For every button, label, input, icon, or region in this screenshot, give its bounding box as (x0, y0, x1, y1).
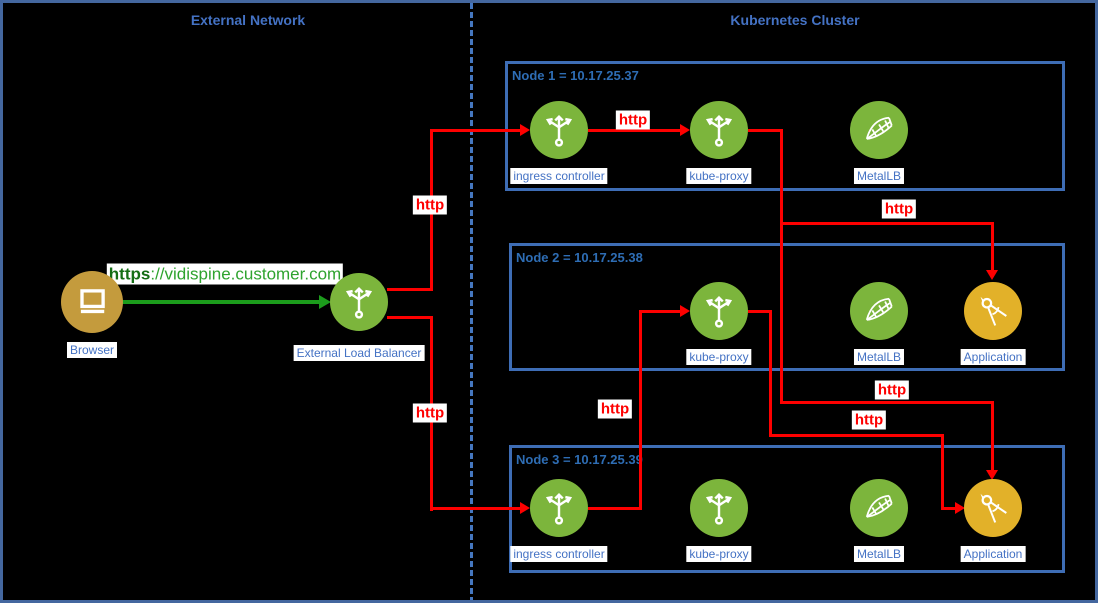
node1-metallb-label: MetalLB (853, 168, 905, 184)
node3-application-label: Application (960, 546, 1026, 562)
arrowhead-icon (680, 124, 690, 136)
node1-kube-proxy-node (690, 101, 748, 159)
http-label: http (412, 403, 448, 423)
http-label: http (851, 410, 887, 430)
node2-kube-proxy-label: kube-proxy (686, 349, 752, 365)
external-load-balancer-label: External Load Balancer (293, 345, 425, 361)
node3-metallb-label: MetalLB (853, 546, 905, 562)
node2-metallb-label: MetalLB (853, 349, 905, 365)
connection-segment (780, 129, 783, 404)
url-rest: ://vidispine.customer.com (150, 264, 342, 284)
connection-segment (991, 222, 994, 270)
arrowhead-icon (520, 502, 530, 514)
browser-node (61, 271, 123, 333)
load-balancer-icon (539, 488, 579, 528)
node2-title: Node 2 = 10.17.25.38 (516, 250, 643, 265)
node2-application-label: Application (960, 349, 1026, 365)
browser-label: Browser (66, 342, 118, 358)
arrowhead-icon (986, 470, 998, 480)
node1-title: Node 1 = 10.17.25.37 (512, 68, 639, 83)
http-label: http (874, 380, 910, 400)
arrowhead-icon (955, 502, 965, 514)
arrowhead-icon (319, 295, 331, 309)
http-label: http (412, 195, 448, 215)
connection-segment (120, 300, 322, 304)
connection-segment (430, 129, 520, 132)
connection-segment (748, 310, 772, 313)
node1-metallb-node (850, 101, 908, 159)
node3-ingress-controller-label: ingress controller (510, 546, 608, 562)
node3-metallb-node (850, 479, 908, 537)
connection-segment (769, 434, 944, 437)
section-title-external-network: External Network (190, 12, 306, 28)
https-url-label: https://vidispine.customer.com (106, 263, 344, 285)
application-icon (973, 488, 1013, 528)
section-title-kubernetes-cluster: Kubernetes Cluster (730, 12, 860, 28)
connection-segment (430, 507, 520, 510)
url-scheme: https (108, 264, 151, 284)
http-label: http (615, 110, 651, 130)
arrowhead-icon (680, 305, 690, 317)
connection-segment (588, 507, 642, 510)
node1-kube-proxy-label: kube-proxy (686, 168, 752, 184)
connection-segment (387, 316, 433, 319)
connection-segment (780, 222, 994, 225)
metallb-icon (859, 488, 899, 528)
http-label: http (597, 399, 633, 419)
node3-ingress-controller-node (530, 479, 588, 537)
node3-kube-proxy-node (690, 479, 748, 537)
load-balancer-icon (699, 291, 739, 331)
connection-segment (941, 434, 944, 510)
node1-box: Node 1 = 10.17.25.37 (505, 61, 1065, 191)
connection-segment (748, 129, 783, 132)
load-balancer-icon (339, 282, 379, 322)
node3-title: Node 3 = 10.17.25.39 (516, 452, 643, 467)
arrowhead-icon (520, 124, 530, 136)
metallb-icon (859, 291, 899, 331)
connection-segment (588, 129, 680, 132)
connection-segment (780, 401, 994, 404)
node2-kube-proxy-node (690, 282, 748, 340)
load-balancer-icon (699, 110, 739, 150)
network-boundary-divider (470, 3, 473, 600)
load-balancer-icon (539, 110, 579, 150)
browser-icon (72, 282, 112, 322)
node1-ingress-controller-label: ingress controller (510, 168, 608, 184)
connection-segment (769, 310, 772, 437)
node2-application-node (964, 282, 1022, 340)
connection-segment (387, 288, 433, 291)
connection-segment (941, 507, 955, 510)
node1-ingress-controller-node (530, 101, 588, 159)
metallb-icon (859, 110, 899, 150)
node2-metallb-node (850, 282, 908, 340)
node3-kube-proxy-label: kube-proxy (686, 546, 752, 562)
connection-segment (639, 310, 680, 313)
node2-box: Node 2 = 10.17.25.38 (509, 243, 1065, 371)
arrowhead-icon (986, 270, 998, 280)
application-icon (973, 291, 1013, 331)
load-balancer-icon (699, 488, 739, 528)
connection-segment (639, 310, 642, 510)
connection-segment (991, 401, 994, 470)
node3-application-node (964, 479, 1022, 537)
http-label: http (881, 199, 917, 219)
external-load-balancer-node (330, 273, 388, 331)
